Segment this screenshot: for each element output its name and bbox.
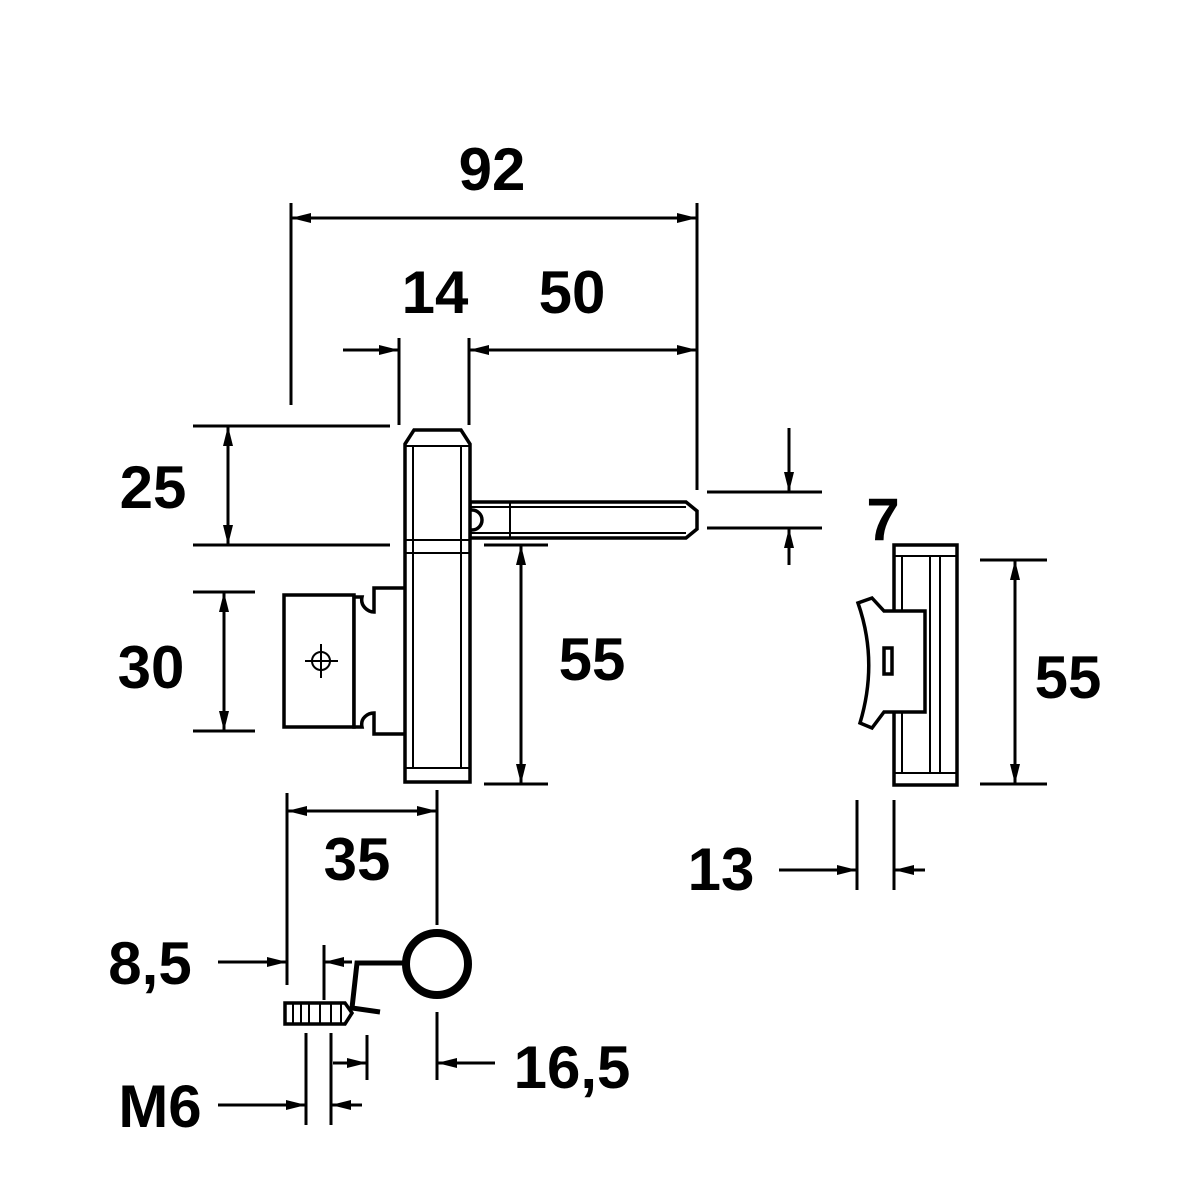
label-25: 25	[120, 454, 187, 521]
dimension-7: 7	[707, 428, 900, 565]
label-m6: M6	[118, 1073, 201, 1140]
label-16-5: 16,5	[514, 1034, 631, 1101]
dimension-92: 92	[289, 136, 699, 490]
dimension-14-50: 14 50	[343, 259, 697, 425]
label-30: 30	[118, 634, 185, 701]
dimension-30: 30	[118, 590, 255, 733]
sleeve-side-view	[855, 543, 959, 787]
lag-screw-view	[283, 929, 472, 1026]
label-14: 14	[402, 259, 469, 326]
label-8-5: 8,5	[108, 930, 191, 997]
dimension-35: 35	[285, 790, 439, 985]
hinge-front-view	[282, 428, 699, 784]
label-92: 92	[459, 136, 526, 203]
dimension-8-5: 8,5	[108, 930, 352, 1000]
dimension-55-hinge: 55	[484, 543, 626, 786]
dimension-m6: M6	[118, 1033, 362, 1140]
dimension-25: 25	[120, 424, 390, 547]
label-13: 13	[688, 836, 755, 903]
label-55-sleeve: 55	[1035, 644, 1102, 711]
dimension-16-5: 16,5	[333, 1012, 630, 1101]
label-55-hinge: 55	[559, 626, 626, 693]
dimension-13: 13	[688, 800, 925, 903]
label-7: 7	[866, 486, 899, 553]
dimension-55-sleeve: 55	[980, 558, 1102, 786]
label-50: 50	[539, 259, 606, 326]
label-35: 35	[324, 826, 391, 893]
